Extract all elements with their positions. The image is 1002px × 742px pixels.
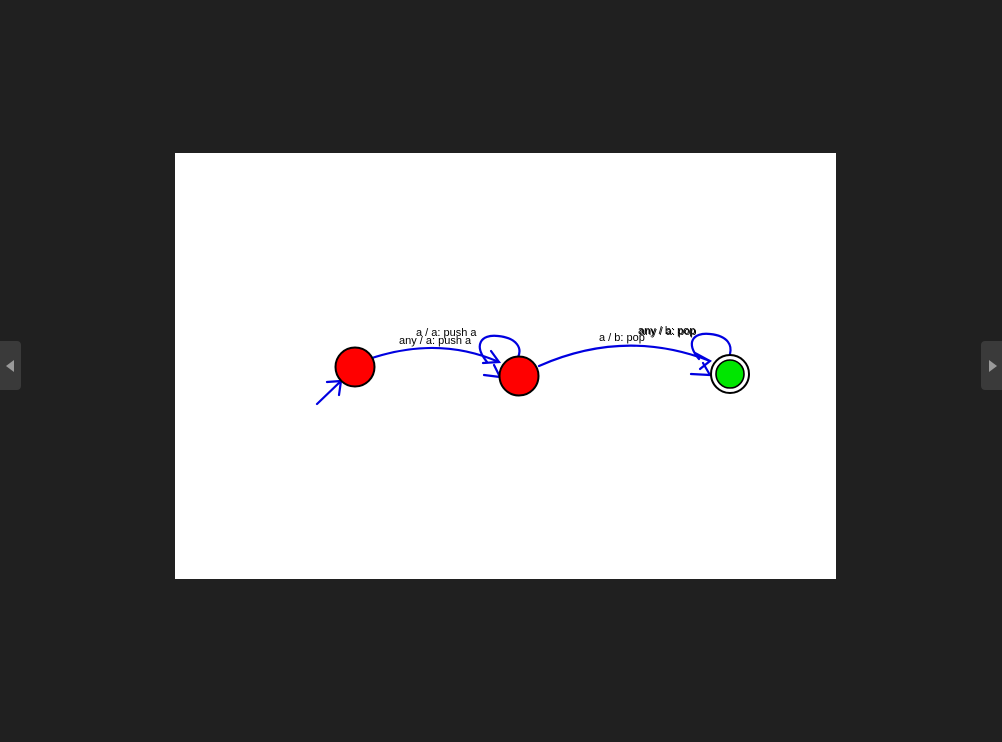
state-q1[interactable] [498, 355, 540, 397]
edge-label: a / a: push a [416, 327, 477, 339]
transition-q1-q2 [537, 344, 712, 371]
edge-label: any / a: push a [399, 335, 472, 347]
edge-label: any / b: pop [638, 325, 696, 337]
state-q2-accepting[interactable] [710, 354, 750, 394]
automaton-diagram: a / a: push a any / a: push a a / b: pop… [315, 325, 750, 406]
previous-button[interactable] [0, 341, 21, 390]
initial-state-arrow [315, 379, 343, 406]
next-button[interactable] [981, 341, 1002, 390]
chevron-left-icon [6, 360, 14, 372]
edge-label: any / a: pop [639, 326, 697, 338]
transition-q0-q1 [370, 346, 502, 365]
edge-label: a / b: pop [599, 332, 645, 344]
chevron-right-icon [989, 360, 997, 372]
self-loop-q2 [689, 332, 732, 377]
state-q0[interactable] [334, 346, 376, 388]
